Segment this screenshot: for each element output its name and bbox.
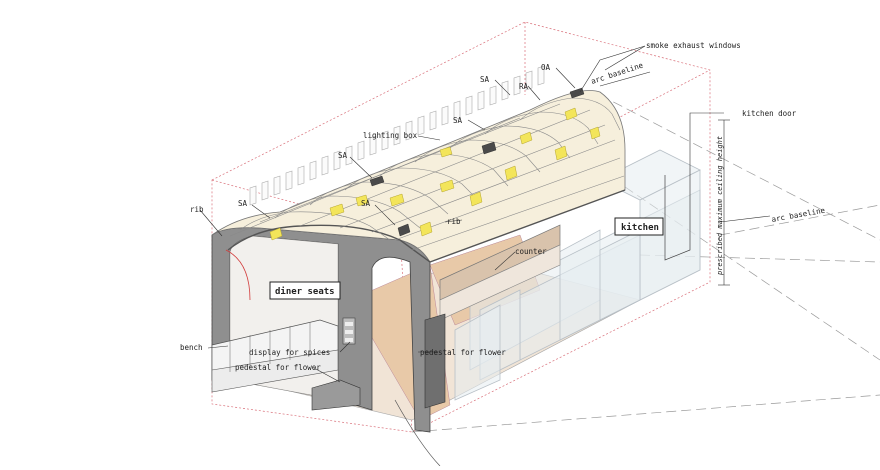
rib-red-accent [225,249,251,301]
canopy-vault [211,90,626,263]
label-arc-baseline-top: arc baseline [590,60,645,85]
label-sa-3: SA [338,151,348,160]
kitchen-label-box: kitchen [614,217,664,236]
label-rib-left: rib [190,205,204,214]
label-oa: OA [541,63,551,72]
label-ra: RA [519,82,529,91]
label-lighting-box: lighting box [363,131,418,140]
leader-lines [199,45,771,383]
label-arc-baseline-right: arc baseline [771,206,826,224]
label-counter: counter [515,247,547,256]
label-kitchen: kitchen [621,222,659,233]
label-sa-4: SA [238,199,248,208]
label-sa-2: SA [453,116,463,125]
vents [369,87,585,237]
label-bench: bench [180,343,203,352]
ceiling-height-dimension [718,119,730,286]
arc-curve [394,399,441,467]
label-pedestal-for-flower-right: pedestal for flower [420,348,506,357]
kitchen-door [664,168,691,261]
diner-seats-label-box: diner seats [269,281,341,300]
label-diner-seats: diner seats [275,286,335,297]
label-smoke-exhaust-windows: smoke exhaust windows [646,41,741,50]
canopy-ribs [229,97,625,251]
display-for-spices [342,317,356,345]
ceiling-fins [249,65,545,206]
counter-block [439,224,561,321]
label-sa-1: SA [480,75,490,84]
bench [211,319,339,393]
label-kitchen-door: kitchen door [742,109,797,118]
kitchen-equipment [454,149,701,401]
lighting-panels [269,107,601,241]
label-sa-5: SA [361,199,371,208]
label-display-for-spices: display for spices [249,348,330,357]
label-prescribed-ceiling-height: prescribed maximum ceiling height [716,136,724,275]
label-rib-center: rib [447,217,461,226]
perspective-guides [411,94,880,433]
label-pedestal-for-flower-left: pedestal for flower [235,363,321,372]
pedestals [311,313,446,411]
